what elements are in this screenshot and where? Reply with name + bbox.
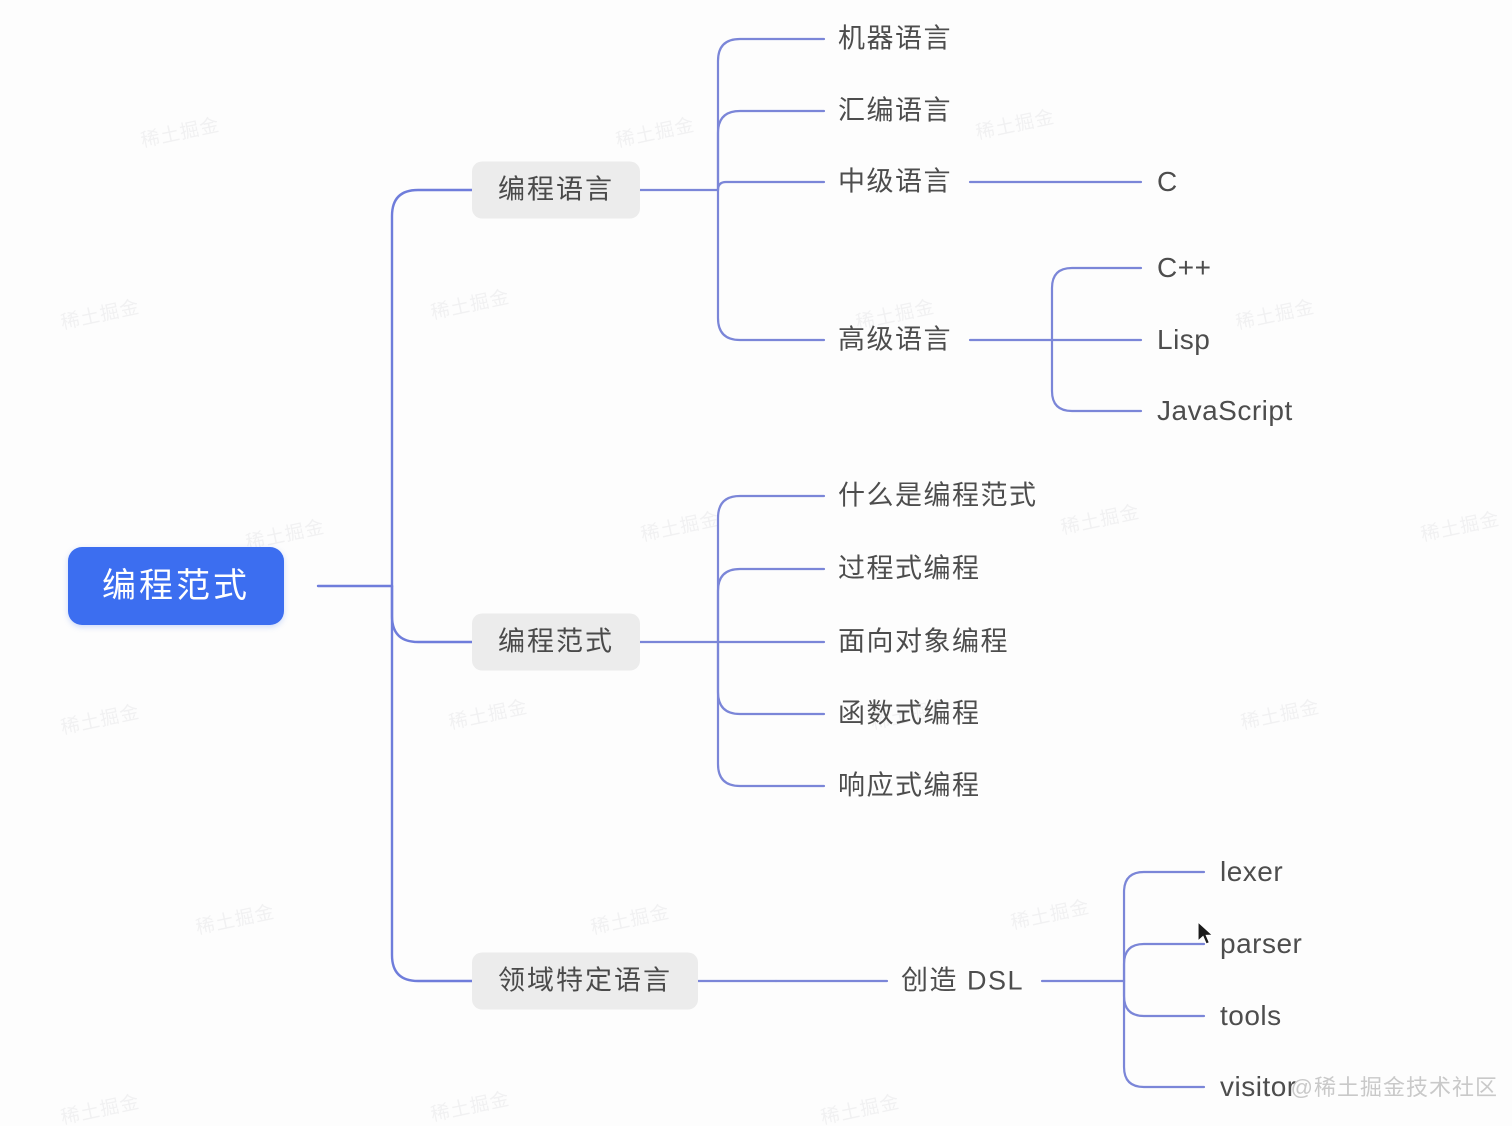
leaf-node[interactable]: JavaScript — [1157, 395, 1293, 426]
background-watermark: 稀土掘金 — [429, 286, 512, 325]
leaf-node[interactable]: tools — [1220, 1000, 1282, 1031]
background-watermark: 稀土掘金 — [59, 296, 142, 335]
leaf-node[interactable]: 什么是编程范式 — [838, 480, 1038, 511]
background-watermark: 稀土掘金 — [974, 106, 1057, 145]
background-watermark: 稀土掘金 — [59, 701, 142, 740]
leaf-node[interactable]: 面向对象编程 — [838, 626, 1009, 657]
background-watermark: 稀土掘金 — [589, 901, 672, 940]
leaf-node[interactable]: Lisp — [1157, 324, 1211, 355]
leaf-node[interactable]: 高级语言 — [838, 324, 952, 355]
leaf-node[interactable]: 函数式编程 — [838, 698, 981, 729]
leaf-node[interactable]: 汇编语言 — [838, 95, 952, 126]
branch-node-2[interactable]: 编程范式 — [472, 613, 640, 671]
background-watermark: 稀土掘金 — [819, 1091, 902, 1126]
leaf-node[interactable]: 中级语言 — [838, 166, 952, 197]
corner-watermark: @稀土掘金技术社区 — [1291, 1070, 1498, 1102]
mouse-pointer-icon — [1197, 921, 1214, 945]
background-watermark: 稀土掘金 — [614, 114, 697, 153]
background-watermark: 稀土掘金 — [639, 508, 722, 547]
background-watermark: 稀土掘金 — [59, 1091, 142, 1126]
branch-node-3[interactable]: 领域特定语言 — [472, 952, 698, 1010]
corner-watermark-text: @稀土掘金技术社区 — [1290, 1075, 1498, 1100]
background-watermark: 稀土掘金 — [429, 1088, 512, 1126]
background-watermark: 稀土掘金 — [1009, 896, 1092, 935]
leaf-node[interactable]: 过程式编程 — [838, 553, 981, 584]
background-watermark: 稀土掘金 — [194, 901, 277, 940]
background-watermark: 稀土掘金 — [1059, 501, 1142, 540]
background-watermark: 稀土掘金 — [1239, 696, 1322, 735]
leaf-node[interactable]: 创造 DSL — [901, 965, 1025, 996]
branch-node-1[interactable]: 编程语言 — [472, 161, 640, 219]
background-watermark: 稀土掘金 — [1419, 508, 1502, 547]
leaf-node[interactable]: visitor — [1220, 1071, 1297, 1102]
leaf-node[interactable]: lexer — [1220, 856, 1284, 887]
root-node[interactable]: 编程范式 — [68, 547, 284, 625]
leaf-node[interactable]: 响应式编程 — [838, 770, 981, 801]
leaf-node[interactable]: parser — [1220, 928, 1303, 959]
background-watermark: 稀土掘金 — [139, 114, 222, 153]
background-watermark: 稀土掘金 — [447, 696, 530, 735]
leaf-node[interactable]: C — [1157, 166, 1178, 197]
background-watermark: 稀土掘金 — [1234, 296, 1317, 335]
leaf-node[interactable]: C++ — [1157, 252, 1212, 283]
leaf-node[interactable]: 机器语言 — [838, 23, 952, 54]
